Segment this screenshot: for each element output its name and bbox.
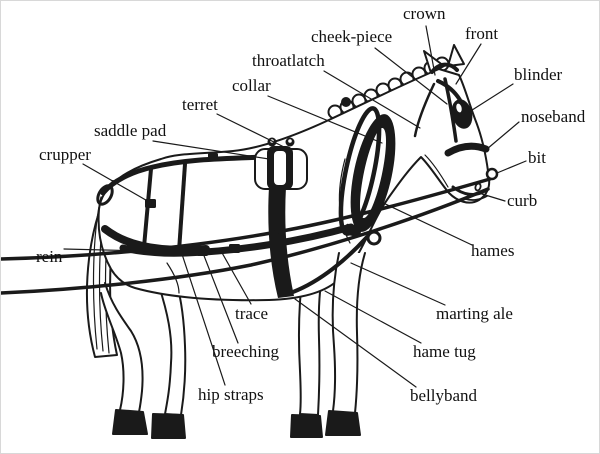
part-bellyband [268, 187, 294, 298]
part-hip-strap-2 [177, 162, 187, 253]
part-noseband [444, 142, 490, 157]
label-blinder: blinder [514, 65, 563, 84]
label-breeching: breeching [212, 342, 280, 361]
label-crown: crown [403, 4, 446, 23]
leader-cheek-piece [374, 47, 448, 105]
horse-near-legs [100, 252, 366, 436]
saddle-highlight [274, 151, 286, 185]
label-trace: trace [235, 304, 269, 323]
label-rein: rein [36, 247, 63, 266]
leader-front [455, 43, 482, 85]
label-saddle-pad: saddle pad [94, 121, 167, 140]
mouth-line [465, 195, 488, 201]
terret-hole-2 [288, 139, 292, 143]
hoof-far-front [290, 414, 323, 438]
part-blinder [451, 99, 473, 129]
harness [1, 62, 499, 298]
leader-saddle-pad [152, 140, 270, 160]
label-hip-straps: hip straps [198, 385, 264, 404]
part-martingale [291, 235, 369, 294]
label-terret: terret [182, 95, 218, 114]
leader-throatlatch [323, 70, 421, 129]
label-curb: curb [507, 191, 538, 210]
leader-blinder [468, 83, 514, 113]
label-bellyband: bellyband [410, 386, 478, 405]
part-throatlatch [413, 82, 436, 138]
leader-bit [496, 160, 527, 174]
leader-collar [267, 95, 383, 144]
horse-far-legs [151, 266, 325, 439]
leader-martingale [350, 262, 446, 306]
label-hame-tug: hame tug [413, 342, 476, 361]
part-crupper-dock [96, 184, 114, 206]
hoof-far-hind [151, 413, 186, 439]
part-rein-2 [1, 187, 490, 295]
leader-terret [216, 113, 285, 148]
leader-noseband [486, 121, 520, 150]
label-hames: hames [471, 241, 515, 260]
part-curb [451, 185, 487, 196]
leader-crown [425, 25, 436, 76]
label-martingale: marting ale [436, 304, 513, 323]
part-crupper [100, 154, 266, 196]
label-noseband: noseband [521, 107, 586, 126]
buckle [229, 244, 240, 253]
part-rein-1 [1, 177, 492, 261]
label-collar: collar [232, 76, 271, 95]
part-bit [485, 167, 499, 181]
label-cheek-piece: cheek-piece [311, 27, 393, 46]
leader-hip-straps [178, 244, 226, 386]
buckle [208, 153, 218, 161]
flank-line [166, 262, 180, 294]
hoof-near-front [325, 410, 361, 436]
leader-curb [481, 193, 506, 202]
hoof-near-hind [112, 409, 148, 435]
leader-lines [63, 25, 527, 388]
leader-crupper [82, 163, 152, 204]
leader-breeching [200, 247, 239, 344]
label-crupper: crupper [39, 145, 91, 164]
label-bit: bit [528, 148, 546, 167]
part-hame-tug [344, 223, 362, 238]
leader-hames [378, 200, 473, 246]
leader-hame-tug [324, 290, 422, 344]
leader-bellyband [294, 298, 417, 388]
jaw-line [424, 154, 449, 188]
leader-trace [220, 250, 252, 305]
label-throatlatch: throatlatch [252, 51, 325, 70]
leader-rein [63, 248, 148, 252]
part-cheek-piece [443, 77, 458, 143]
part-front-browband [436, 79, 462, 102]
label-front: front [465, 24, 499, 43]
